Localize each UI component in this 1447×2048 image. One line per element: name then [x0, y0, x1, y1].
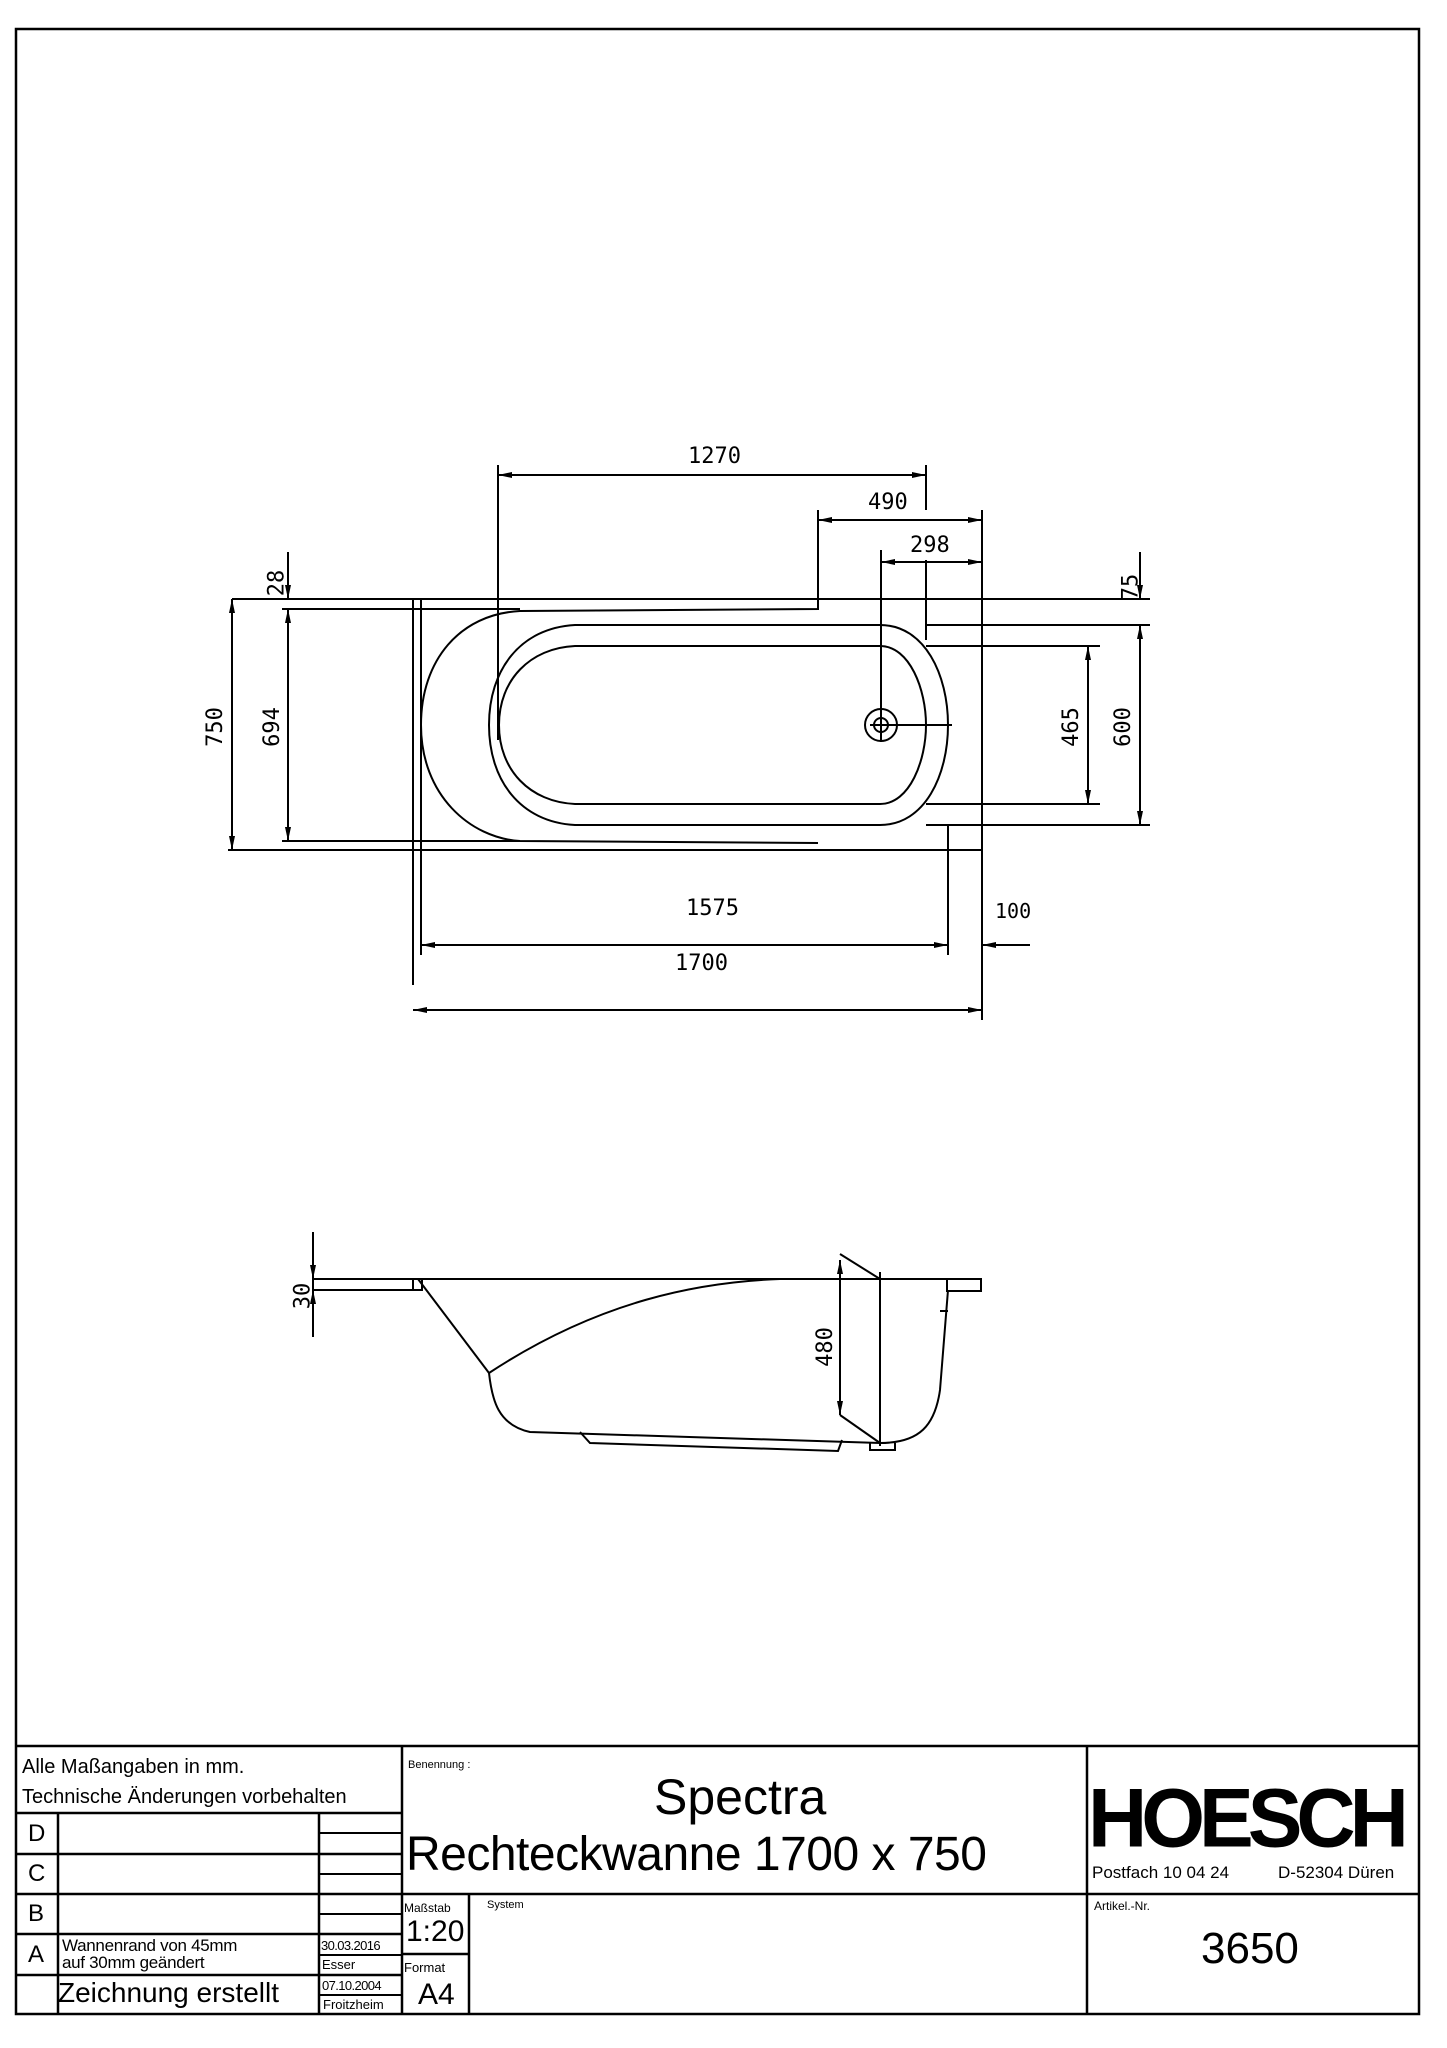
dim-28: 28 — [264, 569, 290, 597]
company-postfach: Postfach 10 04 24 — [1092, 1863, 1230, 1882]
note-units: Alle Maßangaben in mm. — [22, 1756, 245, 1778]
created-name: Froitzheim — [323, 1997, 384, 2012]
format-label: Format — [404, 1960, 446, 1975]
benennung-label: Benennung : — [408, 1759, 471, 1771]
dim-1700: 1700 — [675, 951, 728, 976]
dim-600: 600 — [1110, 707, 1136, 747]
created-text: Zeichnung erstellt — [58, 1977, 280, 2008]
revision-letter-c: C — [28, 1860, 46, 1887]
dim-750: 750 — [202, 707, 228, 747]
format-value: A4 — [418, 1978, 455, 2011]
created-date: 07.10.2004 — [322, 1978, 382, 1993]
dim-465: 465 — [1058, 707, 1084, 747]
artikel-number: 3650 — [1201, 1924, 1299, 1973]
dim-30: 30 — [290, 1282, 316, 1310]
company-city: D-52304 Düren — [1278, 1863, 1395, 1882]
sheet-border — [14, 27, 1421, 2016]
hoesch-logo: HOESCH — [1088, 1772, 1409, 1865]
title-block-grid — [16, 1744, 1419, 2014]
artikel-label: Artikel.-Nr. — [1094, 1899, 1151, 1913]
product-name: Spectra — [654, 1769, 827, 1825]
revision-a-text-2: auf 30mm geändert — [62, 1953, 205, 1972]
system-label: System — [487, 1899, 524, 1911]
revision-letter-a: A — [28, 1941, 45, 1968]
revision-a-date: 30.03.2016 — [321, 1938, 381, 1953]
dim-480: 480 — [812, 1327, 838, 1367]
dim-75: 75 — [1118, 573, 1144, 601]
dim-1270: 1270 — [688, 444, 741, 469]
massstab-label: Maßstab — [404, 1901, 451, 1915]
dim-1575: 1575 — [686, 896, 739, 921]
dim-100: 100 — [995, 899, 1032, 923]
dim-298: 298 — [910, 533, 950, 558]
revision-a-text-1: Wannenrand von 45mm — [62, 1936, 238, 1955]
revision-a-name: Esser — [322, 1957, 356, 1972]
revision-letter-d: D — [28, 1820, 46, 1847]
product-description: Rechteckwanne 1700 x 750 — [406, 1828, 987, 1881]
top-view — [228, 465, 1150, 1020]
dim-490: 490 — [868, 490, 908, 515]
revision-letter-b: B — [28, 1900, 45, 1927]
side-view — [310, 1232, 982, 1453]
massstab-value: 1:20 — [406, 1915, 465, 1948]
note-changes: Technische Änderungen vorbehalten — [22, 1786, 347, 1808]
dim-694: 694 — [259, 707, 285, 747]
